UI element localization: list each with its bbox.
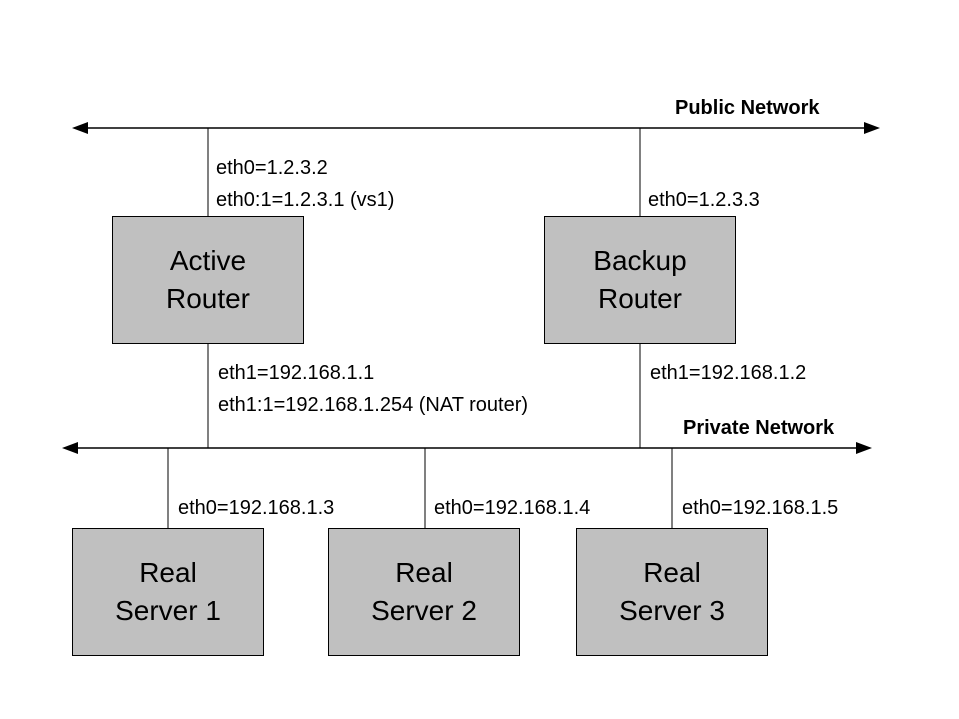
real-server-1-node: Real Server 1 [72, 528, 264, 656]
private-network-arrow-right [856, 442, 872, 454]
backup-router-line2: Router [597, 283, 683, 314]
real-server-2-line2: Server 2 [371, 595, 477, 626]
backup-router-node: Backup Router [544, 216, 736, 344]
active-router-line2: Router [165, 283, 251, 314]
backup-router-eth1-label: eth1=192.168.1.2 [650, 362, 807, 384]
public-network-arrow-right [864, 122, 880, 134]
active-router-vip-label: eth0:1=1.2.3.1 (vs1) [216, 189, 395, 211]
public-network-arrow-left [72, 122, 88, 134]
private-network-arrow-left [62, 442, 78, 454]
real-server-3-node: Real Server 3 [576, 528, 768, 656]
real-server-1-line1: Real [139, 557, 197, 588]
server-3-label: eth0=192.168.1.5 [682, 497, 839, 519]
active-router-nat-label: eth1:1=192.168.1.254 (NAT router) [218, 394, 529, 416]
active-router-eth1-label: eth1=192.168.1.1 [218, 362, 375, 384]
server-1-label: eth0=192.168.1.3 [178, 497, 335, 519]
real-server-2-node: Real Server 2 [328, 528, 520, 656]
private-network-label: Private Network [683, 417, 835, 439]
active-router-line1: Active [169, 245, 247, 276]
backup-router-line1: Backup [593, 245, 687, 276]
real-server-3-line2: Server 3 [619, 595, 725, 626]
public-network-label: Public Network [675, 97, 820, 119]
real-server-1-line2: Server 1 [115, 595, 221, 626]
active-router-eth0-label: eth0=1.2.3.2 [216, 157, 328, 179]
server-2-label: eth0=192.168.1.4 [434, 497, 591, 519]
real-server-2-line1: Real [395, 557, 453, 588]
backup-router-eth0-label: eth0=1.2.3.3 [648, 189, 760, 211]
real-server-3-line1: Real [643, 557, 701, 588]
active-router-node: Active Router [112, 216, 304, 344]
